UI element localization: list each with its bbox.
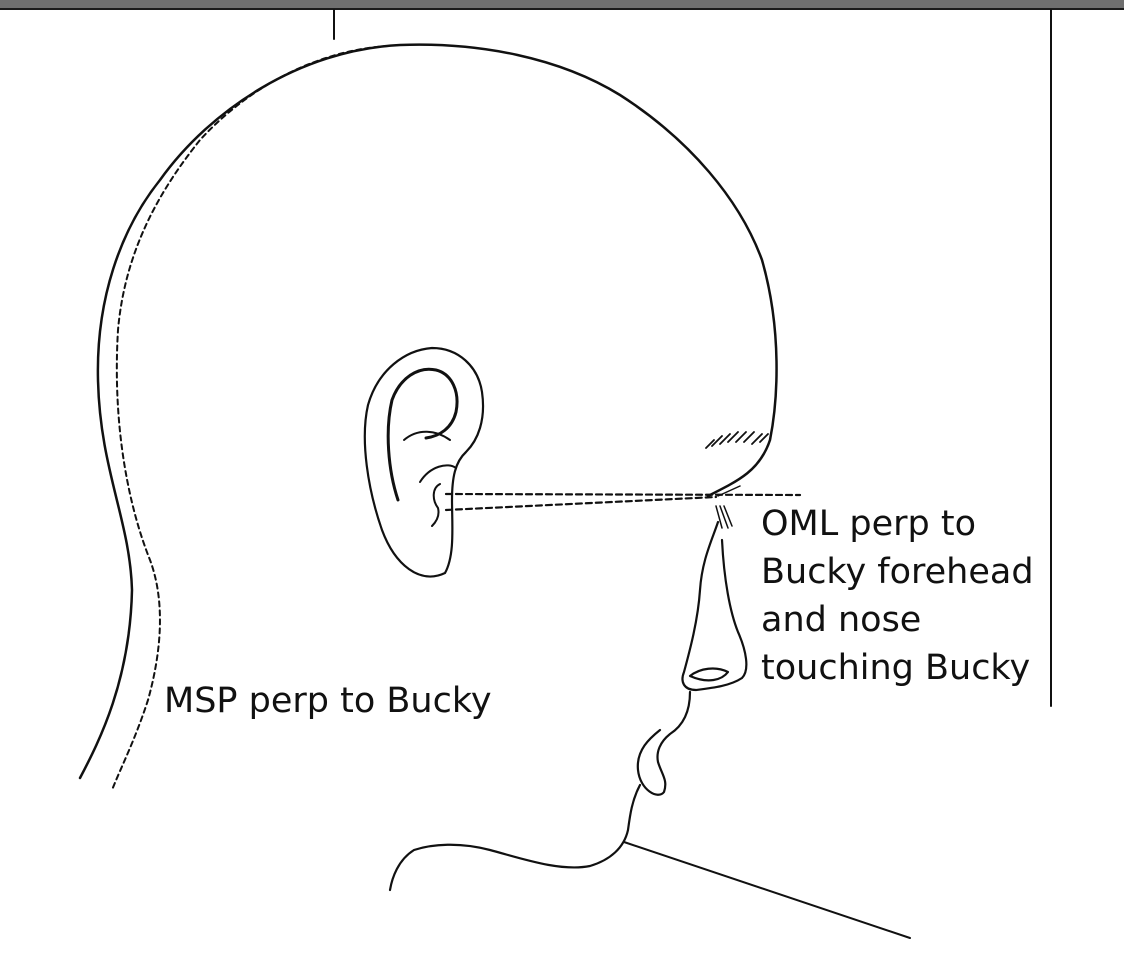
oml-label: OML perp to Bucky forehead and nose touc… [761, 500, 1034, 692]
oml-label-line-3: and nose [761, 600, 922, 640]
ear-antihelix [419, 464, 457, 483]
oml-dashed-line-upper [444, 492, 802, 497]
neck-line [623, 841, 911, 939]
oml-label-line-4: touching Bucky [761, 648, 1031, 688]
msp-label: MSP perp to Bucky [164, 681, 492, 721]
face-profile-lips [636, 690, 692, 796]
face-profile-chin [388, 783, 642, 892]
oml-label-line-1: OML perp to [761, 504, 976, 544]
ear-helix [386, 367, 459, 502]
ear-outer [363, 346, 485, 578]
msp-dashed-line [111, 45, 389, 791]
eye-lashes [715, 485, 741, 529]
ear-concha [403, 430, 451, 441]
head-outline [78, 43, 778, 780]
face-profile-nose [681, 520, 748, 692]
eyebrow-hatch [705, 431, 769, 449]
oml-label-line-2: Bucky forehead [761, 552, 1034, 592]
oml-dashed-line-lower [444, 495, 718, 512]
top-border-bar [0, 0, 1124, 10]
ear-tragus [431, 483, 441, 527]
nostril [688, 667, 730, 682]
